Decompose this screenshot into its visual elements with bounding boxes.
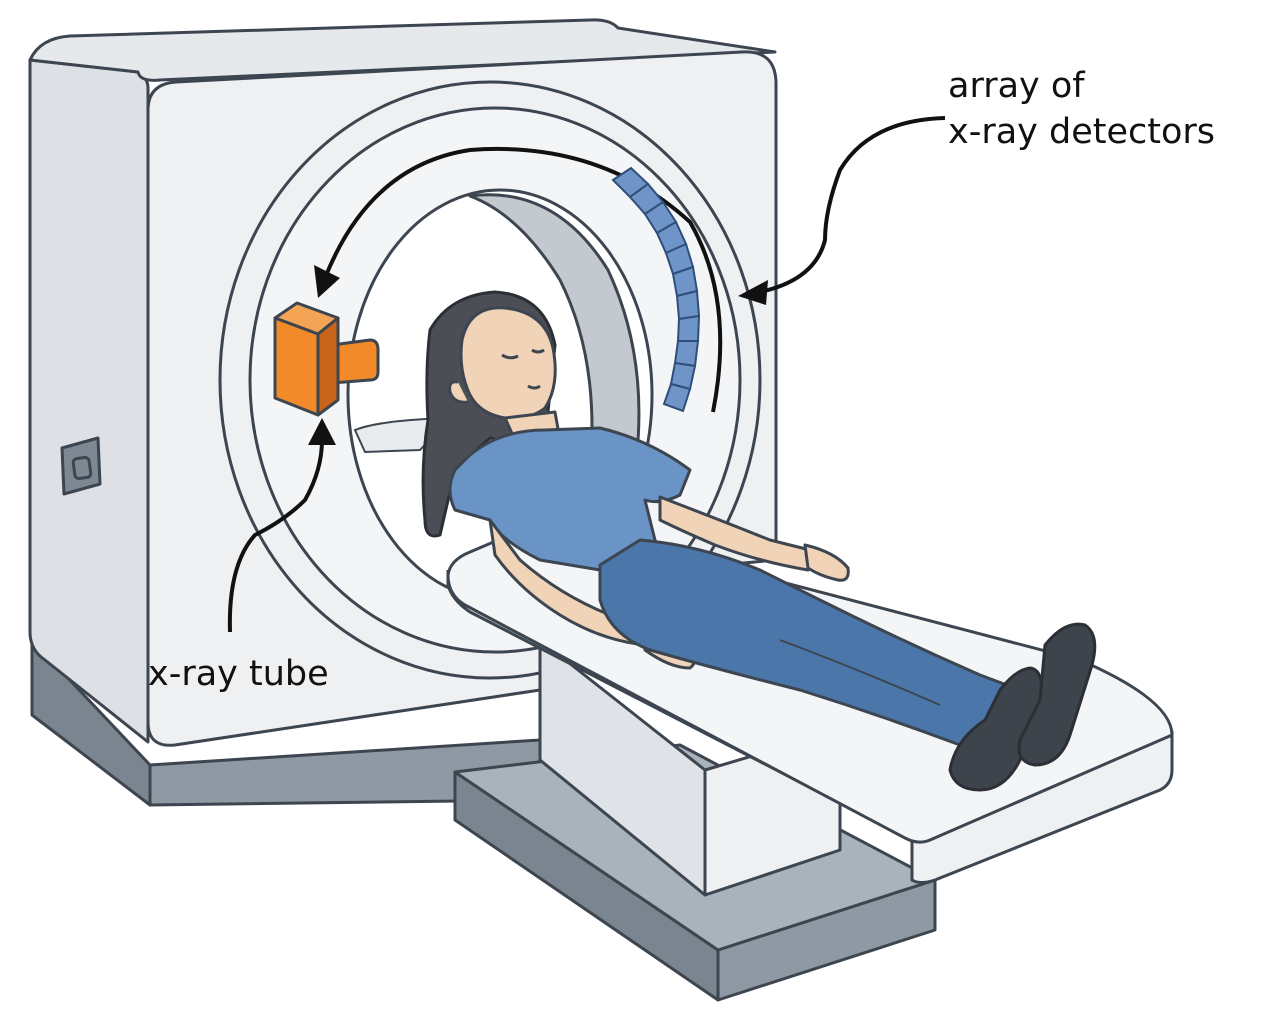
control-panel [62,438,100,494]
tube-label: x-ray tube [148,651,329,697]
detectors-label: array of x-ray detectors [948,63,1215,155]
detectors-label-line-1: array of [948,63,1215,109]
tube-label-text: x-ray tube [148,651,329,697]
detectors-label-line-2: x-ray detectors [948,109,1215,155]
